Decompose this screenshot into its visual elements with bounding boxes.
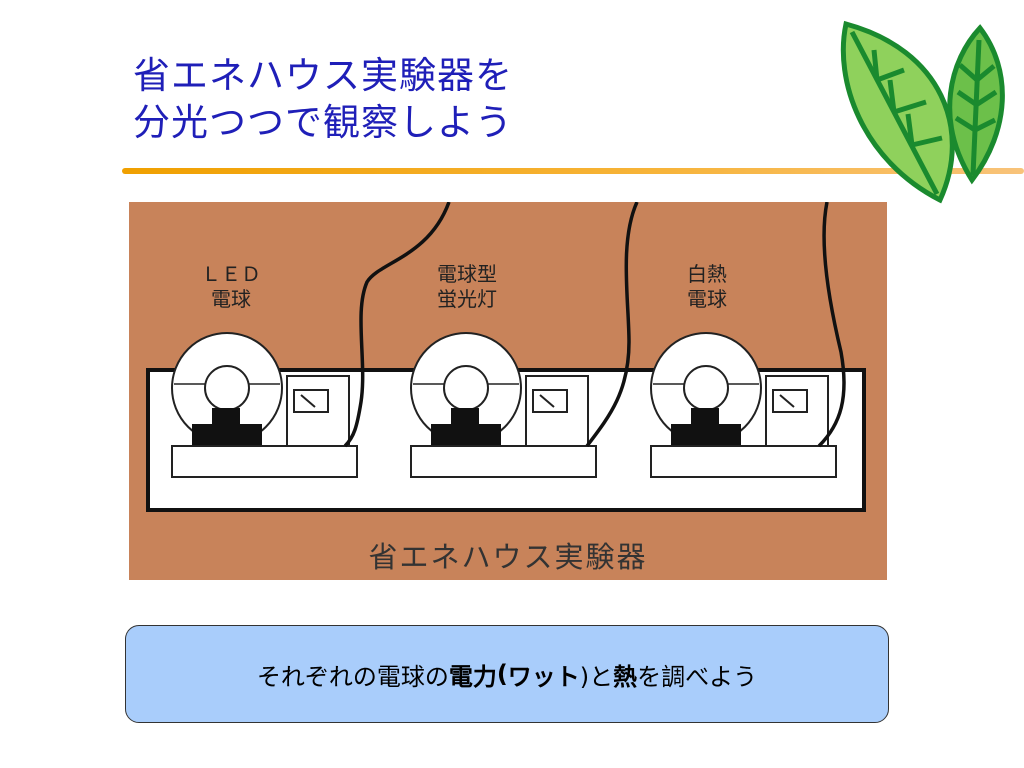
callout-text-1: それぞれの電球の: [256, 662, 449, 691]
lamp-label-led: ＬＥＤ 電球: [171, 262, 291, 312]
lamp-label-fluorescent: 電球型 蛍光灯: [407, 262, 527, 312]
callout-bold-watt: ワット: [507, 662, 580, 691]
lamp-unit-incandescent: [650, 332, 837, 478]
lamp-label-line1: ＬＥＤ: [201, 262, 261, 286]
lamp-unit-fluorescent: [410, 332, 597, 478]
lamp-label-line1: 白熱: [687, 262, 727, 286]
experiment-diagram: ＬＥＤ 電球 電球型 蛍光灯 白熱 電球 省エネハウス実験器: [129, 202, 887, 580]
lamp-label-line2: 蛍光灯: [437, 287, 497, 311]
callout-bold-power: 電力: [448, 662, 497, 691]
lamp-label-incandescent: 白熱 電球: [647, 262, 767, 312]
callout-paren-open: (: [496, 660, 508, 688]
callout-text-2: )と: [579, 662, 614, 691]
device-caption: 省エネハウス実験器: [368, 540, 648, 574]
callout-bold-heat: 熱: [613, 662, 638, 691]
instruction-callout: それぞれの電球の電力(ワット)と熱を調べよう: [125, 625, 889, 723]
callout-text-3: を調べよう: [637, 662, 758, 691]
diagram-drawing: [146, 202, 866, 512]
lamp-label-line1: 電球型: [437, 262, 497, 286]
lamp-label-line2: 電球: [687, 287, 727, 311]
title-line-2: 分光つつで観察しよう: [133, 101, 513, 144]
leaf-icon: [840, 20, 1005, 204]
lamp-unit-led: [171, 332, 358, 478]
slide-title: 省エネハウス実験器を 分光つつで観察しよう: [133, 52, 513, 146]
title-line-1: 省エネハウス実験器を: [133, 54, 513, 97]
lamp-label-line2: 電球: [211, 287, 251, 311]
title-underline: [122, 168, 1024, 174]
